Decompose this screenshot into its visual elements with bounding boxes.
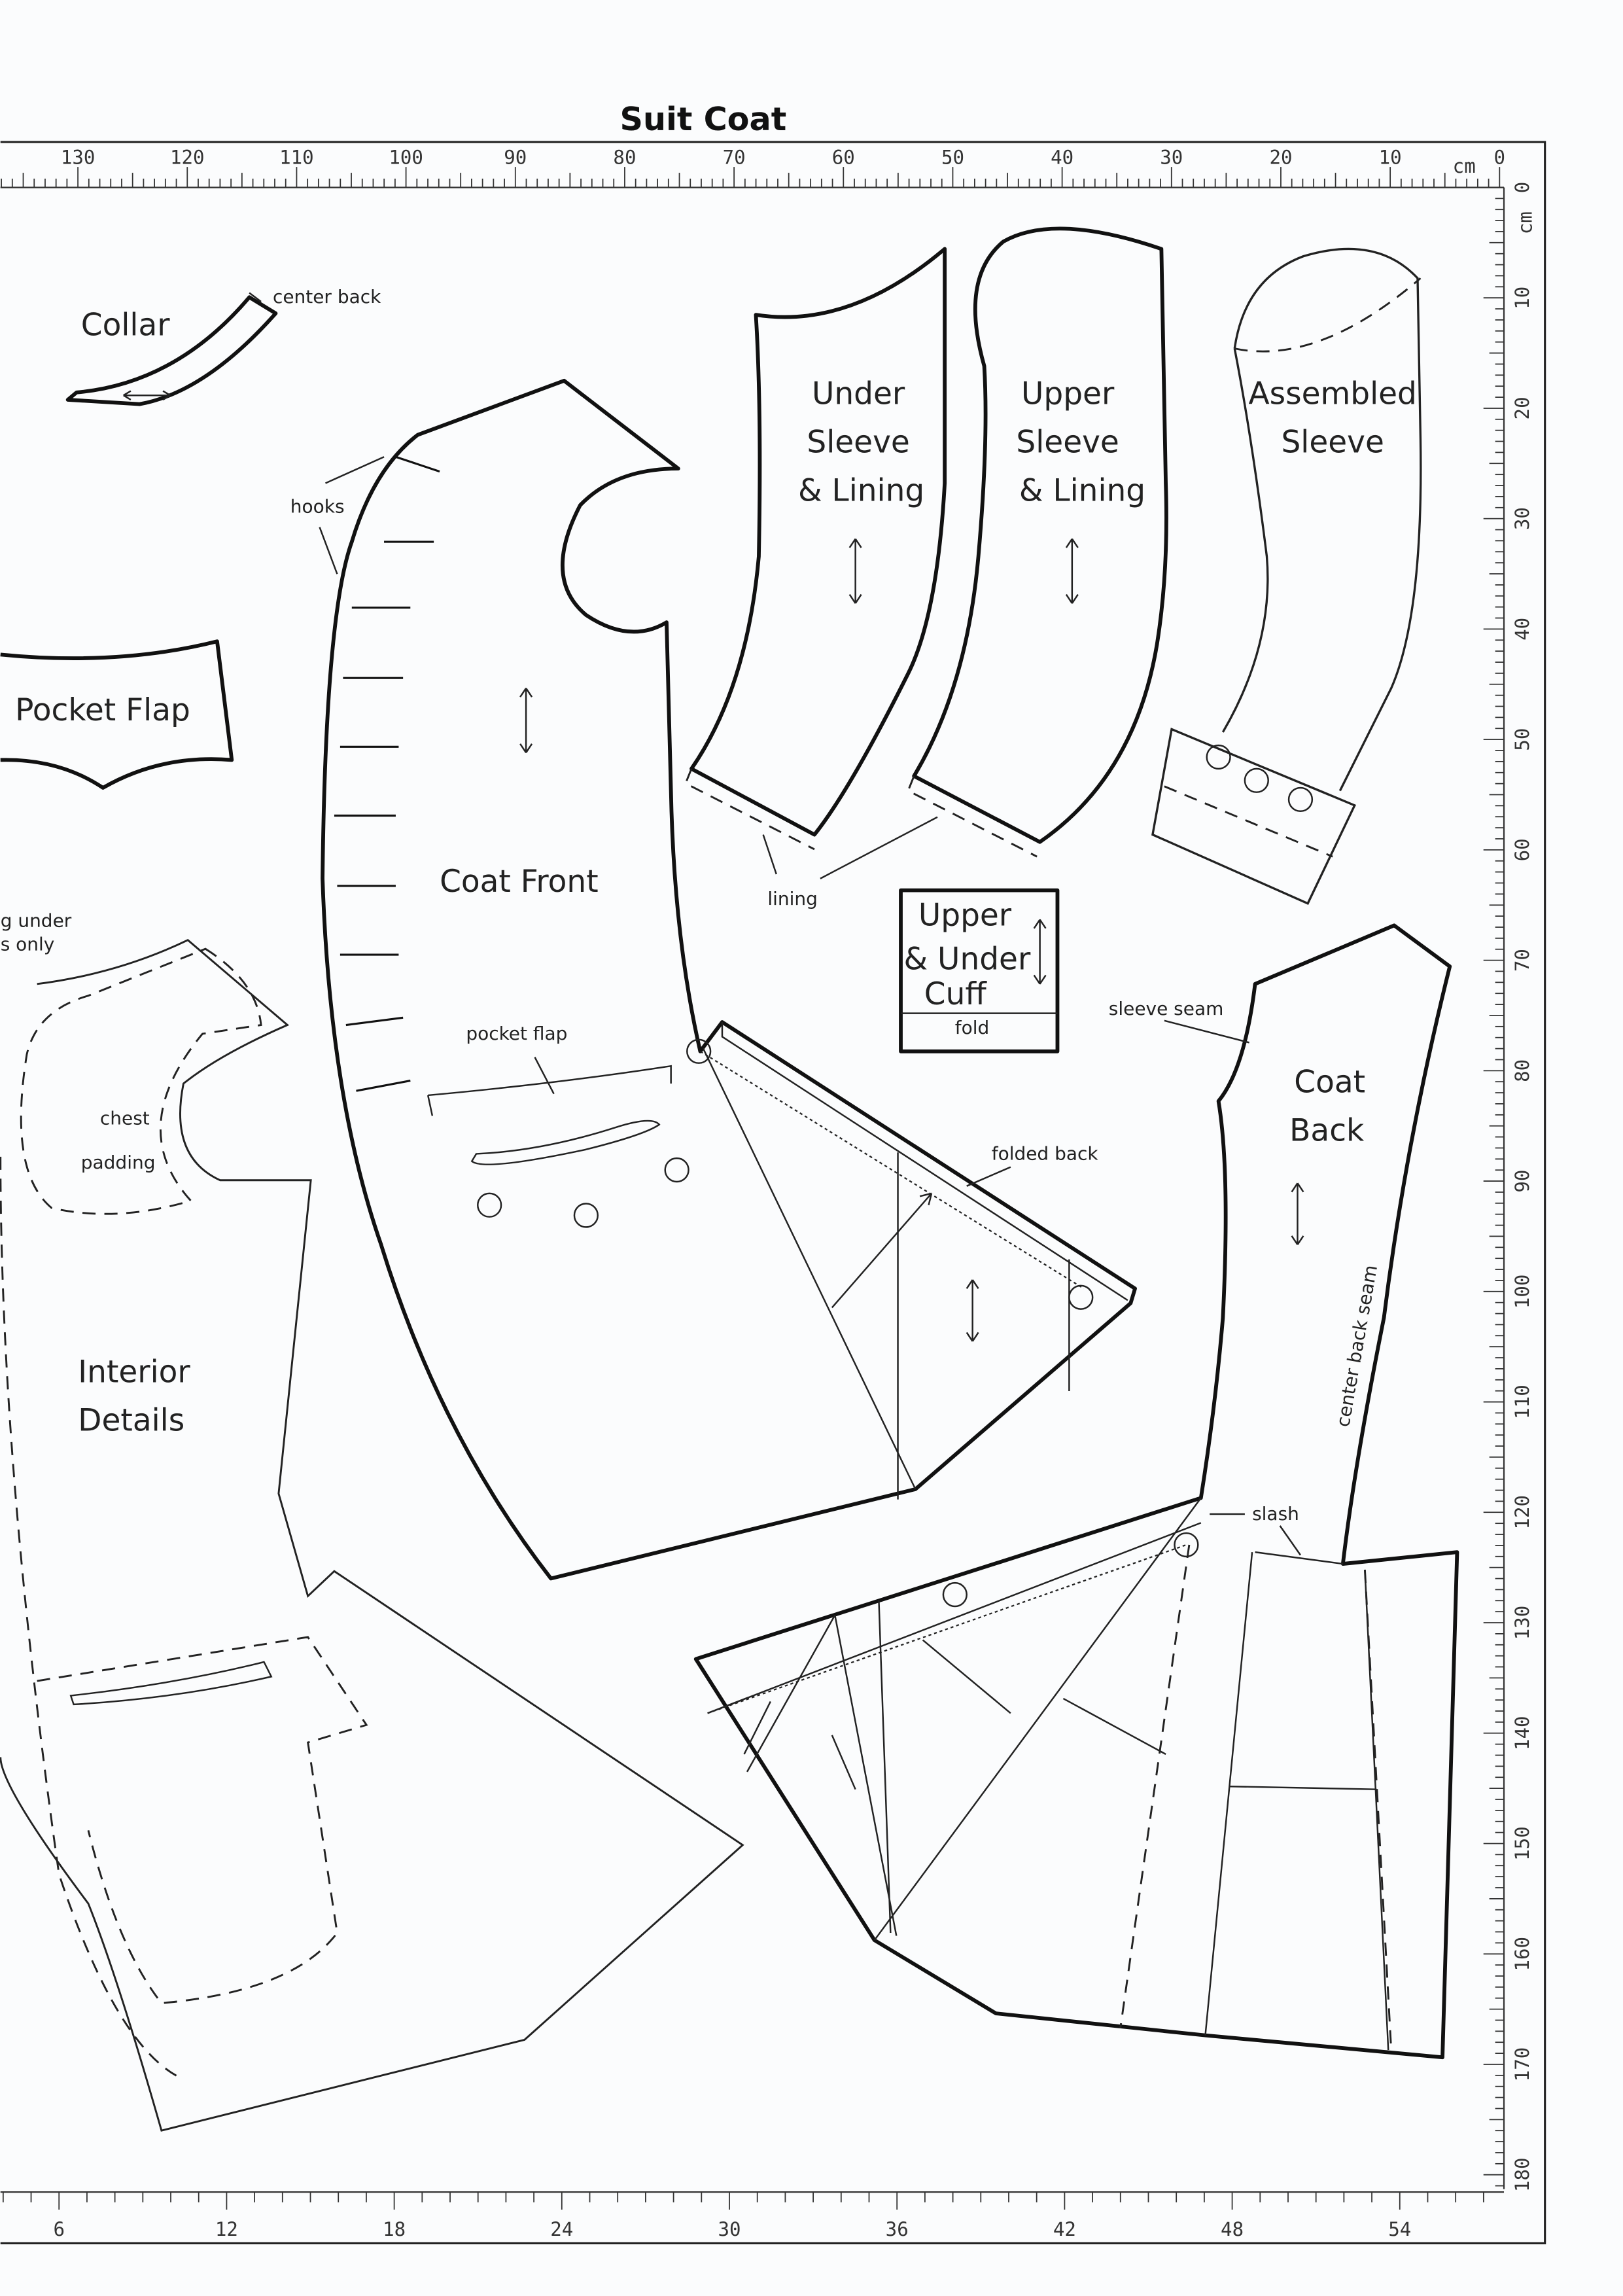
top-ruler-label: 90 [504,147,527,169]
top-ruler-label: 40 [1051,147,1073,169]
lining-label: lining [767,888,818,910]
cut-note-line1: g under [1,910,72,932]
right-ruler-label: 70 [1511,949,1533,972]
pocket-flap-note: pocket flap [466,1023,567,1044]
frame-border [0,141,1546,2245]
right-ruler-label: 160 [1511,1937,1533,1971]
cuff-line1: Upper [918,897,1012,933]
right-ruler-label: 150 [1511,1826,1533,1861]
right-ruler-label: 10 [1511,287,1533,309]
top-ruler-label: 20 [1269,147,1292,169]
top-ruler-label: 10 [1379,147,1402,169]
under-sleeve-line3: & Lining [798,472,924,508]
page-title: Suit Coat [620,100,787,138]
under-sleeve-line2: Sleeve [807,425,909,461]
folded-back-label: folded back [992,1142,1099,1164]
pocket-flap-piece: Pocket Flap [0,639,234,790]
cuff-line2: & Under [903,941,1030,977]
right-ruler-label: 90 [1511,1170,1533,1193]
hook-mark [345,1016,404,1027]
center-back-seam-label: center back seam [1332,1263,1382,1428]
bottom-ruler-label: 12 [215,2218,238,2240]
right-ruler-label: 80 [1511,1059,1533,1082]
right-ruler-label: 120 [1511,1495,1533,1530]
under-sleeve-piece: Under Sleeve & Lining [684,247,947,851]
bottom-ruler-label: 24 [550,2218,573,2240]
right-ruler-label: 140 [1511,1716,1533,1750]
right-ruler-label: 180 [1511,2157,1533,2192]
assembled-sleeve-line2: Sleeve [1281,425,1384,461]
right-ruler-label: 130 [1511,1606,1533,1640]
right-ruler-label: 60 [1511,838,1533,861]
collar-piece: Collar center back [65,286,381,406]
cut-note-line2: s only [1,933,55,955]
top-ruler-label: 80 [613,147,636,169]
interior-details-piece: chest padding g under s only Interior De… [0,910,744,2132]
upper-sleeve-line3: & Lining [1019,472,1145,508]
bottom-ruler-label: 48 [1221,2218,1244,2240]
coat-front-label: Coat Front [440,864,599,900]
unit-label-right: cm [1514,211,1537,234]
right-ruler-label: 100 [1511,1275,1533,1309]
top-ruler-label: 0 [1494,147,1506,169]
sleeve-seam-label: sleeve seam [1109,998,1224,1019]
top-ruler-label: 120 [170,147,205,169]
right-ruler-label: 0 [1511,182,1533,194]
coat-front-piece: Coat Front pocket flap hooks folded back [290,378,1137,1581]
under-sleeve-line1: Under [812,376,905,412]
pocket-flap-label: Pocket Flap [15,692,190,728]
right-ruler-label: 30 [1511,507,1533,530]
bottom-ruler-label: 30 [718,2218,741,2240]
assembled-sleeve-piece: Assembled Sleeve [1151,247,1422,905]
hooks-label: hooks [290,495,345,517]
slash-label: slash [1252,1503,1299,1525]
top-ruler-label: 110 [279,147,314,169]
chest-label: chest [100,1108,150,1129]
coat-back-line2: Back [1289,1112,1365,1148]
unit-label-top: cm [1453,155,1476,177]
fold-label: fold [955,1017,989,1038]
cuff-line3: Cuff [924,976,988,1012]
top-ruler-label: 30 [1160,147,1183,169]
interior-details-line1: Interior [78,1354,190,1390]
bottom-ruler-label: 54 [1388,2218,1411,2240]
collar-label: Collar [81,307,170,343]
coat-back-line1: Coat [1294,1064,1365,1100]
top-ruler-label: 60 [832,147,855,169]
right-ruler-label: 20 [1511,397,1533,419]
upper-sleeve-line1: Upper [1021,376,1115,412]
bottom-ruler-label: 36 [886,2218,909,2240]
hook-mark [356,1080,411,1092]
top-ruler-label: 100 [389,147,423,169]
upper-sleeve-piece: Upper Sleeve & Lining lining [762,226,1168,910]
right-ruler-label: 170 [1511,2047,1533,2082]
top-ruler-label: 50 [941,147,964,169]
top-ruler-label: 130 [61,147,96,169]
upper-sleeve-line2: Sleeve [1016,425,1119,461]
right-ruler-label: 40 [1511,618,1533,641]
padding-label: padding [81,1152,156,1173]
cuff-piece: Upper & Under Cuff fold [899,888,1060,1053]
right-ruler-label: 50 [1511,728,1533,751]
bottom-ruler-label: 6 [53,2218,65,2240]
bottom-ruler-label: 42 [1053,2218,1076,2240]
hook-mark [395,455,440,473]
assembled-sleeve-line1: Assembled [1248,376,1416,412]
bottom-ruler-label: 18 [383,2218,406,2240]
center-back-label: center back [273,286,381,308]
coat-back-piece: Coat Back sleeve seam center back seam s… [693,923,1459,2060]
right-ruler-label: 110 [1511,1385,1533,1419]
interior-details-line2: Details [78,1402,184,1438]
top-ruler-label: 70 [723,147,746,169]
